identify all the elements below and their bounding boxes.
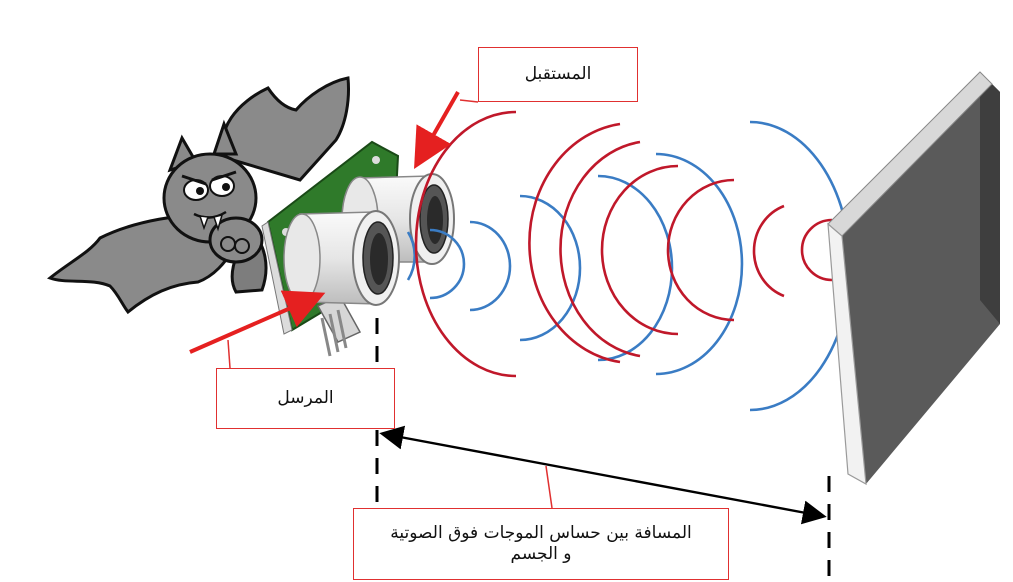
emitted-wave-5 (597, 174, 674, 362)
receiver-callout: المستقبل (478, 47, 638, 102)
wall-obstacle-icon (827, 71, 1000, 486)
distance-label-line1: المسافة بين حساس الموجات فوق الصوتية (390, 522, 692, 543)
receiver-arrow (414, 91, 460, 169)
emitted-waves (406, 120, 852, 412)
reflected-wave-1 (800, 218, 833, 282)
reflected-wave-2 (752, 204, 785, 298)
transmitter-callout-connector (227, 339, 231, 369)
reflected-wave-3 (666, 178, 735, 322)
emitted-wave-2 (429, 228, 466, 300)
distance-callout-connector (545, 465, 553, 509)
reflected-wave-7 (414, 110, 517, 378)
transmitter-callout: المرسل (216, 368, 395, 429)
emitted-wave-6 (655, 152, 744, 376)
transmitter-arrow (189, 290, 326, 354)
distance-arrow (379, 425, 827, 525)
receiver-callout-connector (459, 99, 479, 103)
emitted-wave-4 (519, 194, 582, 342)
emitted-wave-3 (469, 220, 512, 312)
reflected-wave-5 (559, 140, 641, 358)
transmitter-label: المرسل (277, 387, 334, 408)
distance-callout: المسافة بين حساس الموجات فوق الصوتية و ا… (353, 508, 729, 580)
bat-icon (46, 76, 350, 315)
emitted-wave-1 (406, 231, 416, 281)
reflected-wave-6 (528, 122, 621, 364)
receiver-label: المستقبل (524, 63, 592, 84)
reflected-waves (414, 110, 833, 378)
distance-label-line2: و الجسم (510, 544, 572, 564)
reflected-wave-4 (600, 164, 679, 336)
